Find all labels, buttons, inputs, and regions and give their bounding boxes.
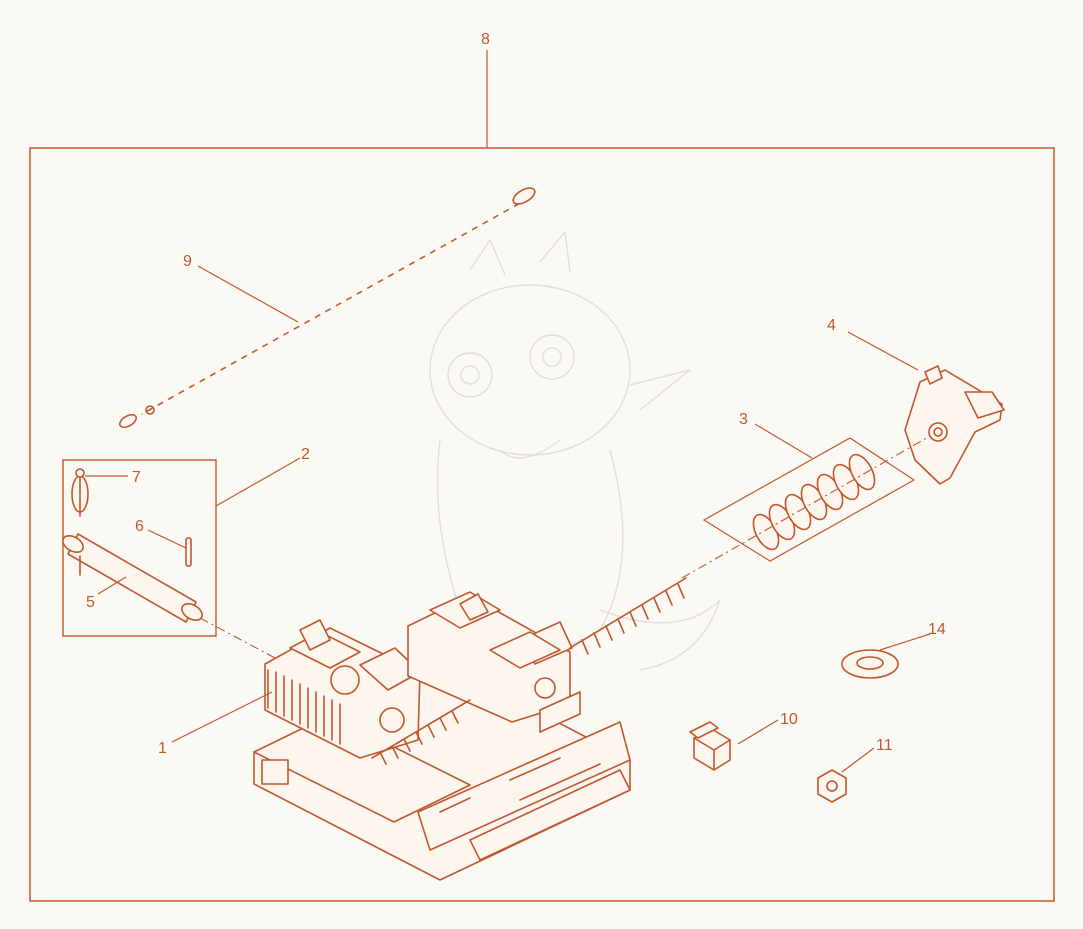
part-pin <box>62 533 203 623</box>
callout-5: 5 <box>86 594 95 611</box>
part-cotter-pin <box>185 537 192 567</box>
part-vise <box>253 577 687 881</box>
pin-subassembly-box <box>62 459 217 637</box>
callout-2: 2 <box>301 446 310 463</box>
leader-9 <box>197 265 299 323</box>
leader-10 <box>737 719 779 745</box>
callout-14: 14 <box>928 621 946 638</box>
callout-1: 1 <box>158 740 167 757</box>
leader-14 <box>879 633 931 651</box>
callout-3: 3 <box>739 411 748 428</box>
leader-1 <box>171 691 273 743</box>
part-lanyard <box>119 187 536 429</box>
kit-frame <box>29 147 1055 902</box>
part-nut <box>817 769 847 803</box>
leader-6 <box>147 529 187 549</box>
leader-5 <box>97 576 127 595</box>
part-handwheel <box>904 365 1005 485</box>
part-washer <box>841 649 899 679</box>
spring-box <box>702 437 916 562</box>
leader-2 <box>215 457 301 507</box>
callout-6: 6 <box>135 518 144 535</box>
callout-9: 9 <box>183 253 192 270</box>
callout-10: 10 <box>780 711 798 728</box>
callout-4: 4 <box>827 317 836 334</box>
leader-11 <box>841 747 875 773</box>
part-clip <box>71 468 89 517</box>
part-spring <box>752 453 876 551</box>
callout-8: 8 <box>481 31 490 48</box>
leader-4 <box>847 331 919 371</box>
callout-11: 11 <box>876 737 893 754</box>
leader-3 <box>754 423 813 459</box>
callout-7: 7 <box>132 469 141 486</box>
part-bolt <box>689 721 731 771</box>
